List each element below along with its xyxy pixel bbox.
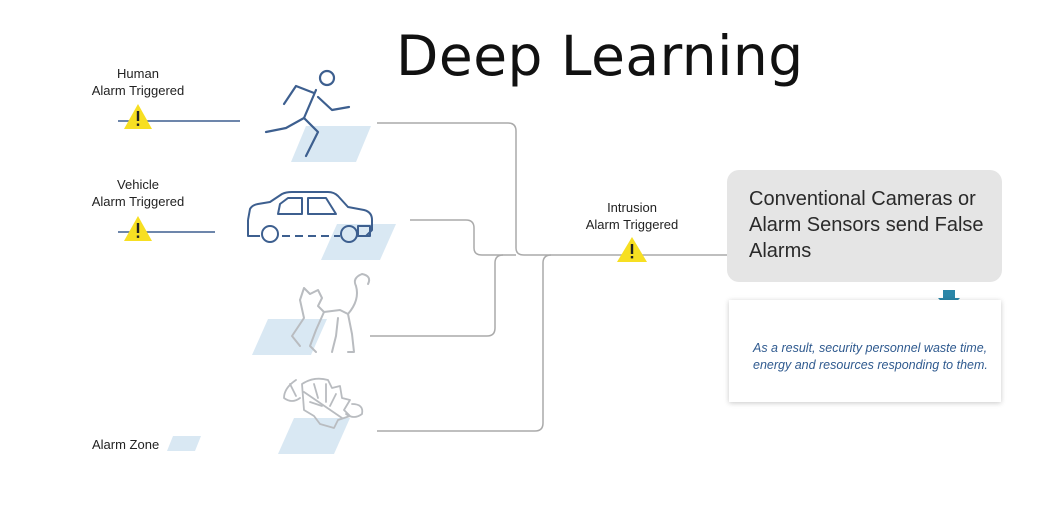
alarm-zone-legend-label: Alarm Zone <box>92 437 160 452</box>
false-alarm-box: Conventional Cameras or Alarm Sensors se… <box>727 170 1002 282</box>
warning-icon-intrusion <box>617 237 647 262</box>
vehicle-connector <box>410 219 516 256</box>
car-icon <box>247 191 373 243</box>
cat-connector <box>370 254 504 337</box>
leaves-connector <box>377 254 552 432</box>
alarm-zone-human <box>291 126 371 162</box>
alarm-zone-vehicle <box>321 224 396 260</box>
running-person-icon <box>264 69 351 158</box>
connector-lines <box>370 122 728 432</box>
human-connector <box>377 122 728 256</box>
warning-icon-vehicle <box>124 216 152 241</box>
page-title: Deep Learning <box>396 24 804 88</box>
note-card: As a result, security personnel waste ti… <box>729 300 1001 402</box>
cat-icon <box>291 273 371 353</box>
legend-zone-swatch <box>167 436 201 451</box>
intrusion-alarm-label: Intrusion Alarm Triggered <box>585 200 679 232</box>
alarm-zone-leaves <box>278 418 350 454</box>
alarm-zones <box>167 126 396 454</box>
false-alarm-text: Conventional Cameras or Alarm Sensors se… <box>749 188 984 262</box>
warning-icon-human <box>124 104 152 129</box>
alarm-zone-cat <box>252 319 327 355</box>
leaves-icon <box>283 377 364 429</box>
vehicle-alarm-label: Vehicle Alarm Triggered <box>91 177 185 209</box>
human-alarm-label: Human Alarm Triggered <box>91 66 185 98</box>
note-text: As a result, security personnel waste ti… <box>753 341 988 372</box>
